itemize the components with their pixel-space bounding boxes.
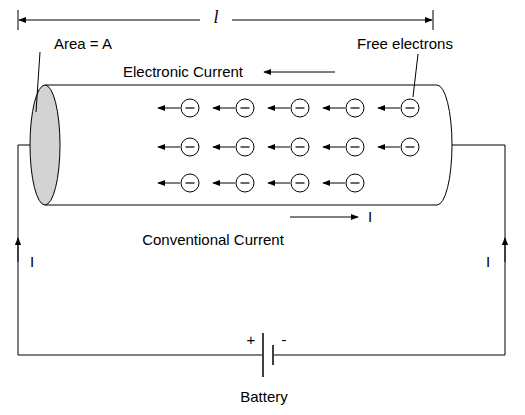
electron bbox=[213, 174, 254, 192]
current-symbol: I bbox=[30, 254, 34, 271]
area-label: Area = A bbox=[54, 36, 112, 53]
electron bbox=[378, 99, 419, 117]
polarity-sign: - bbox=[282, 332, 287, 349]
length-dimension bbox=[18, 10, 433, 30]
current-arrow bbox=[264, 72, 358, 217]
polarity-sign: + bbox=[247, 332, 256, 349]
current-symbol: I bbox=[486, 254, 490, 271]
electron bbox=[158, 99, 199, 117]
electron bbox=[213, 99, 254, 117]
current-label: Electronic Current bbox=[123, 64, 243, 81]
battery-symbol bbox=[263, 333, 273, 377]
free-electrons bbox=[158, 99, 419, 192]
electron bbox=[323, 174, 364, 192]
electron bbox=[323, 99, 364, 117]
electron bbox=[268, 99, 309, 117]
conductor-cylinder bbox=[30, 85, 452, 205]
electron bbox=[213, 138, 254, 156]
electron bbox=[158, 174, 199, 192]
electron bbox=[323, 138, 364, 156]
electron bbox=[158, 138, 199, 156]
current-label: Conventional Current bbox=[142, 232, 284, 249]
callout-label: Free electrons bbox=[357, 36, 453, 53]
length-label: l bbox=[213, 8, 218, 28]
current-symbol: I bbox=[368, 209, 372, 226]
electron bbox=[268, 138, 309, 156]
electron bbox=[268, 174, 309, 192]
leader-line bbox=[36, 52, 418, 112]
component-label: Battery bbox=[240, 389, 288, 406]
electron bbox=[378, 138, 419, 156]
